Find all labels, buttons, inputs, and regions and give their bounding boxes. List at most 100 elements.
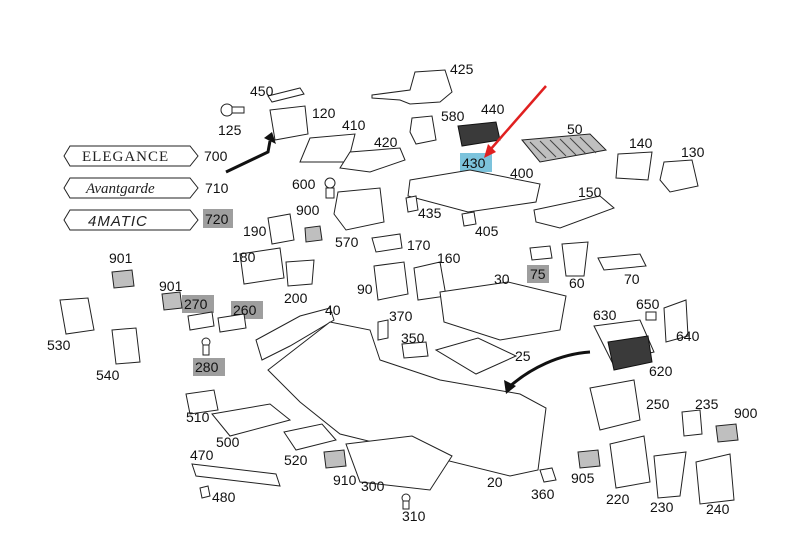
part-360 bbox=[539, 467, 557, 483]
label-410: 410 bbox=[342, 117, 366, 133]
part-370 bbox=[377, 319, 389, 341]
label-520: 520 bbox=[284, 452, 308, 468]
label-360: 360 bbox=[531, 486, 555, 502]
label-50: 50 bbox=[567, 121, 583, 137]
part-580 bbox=[409, 115, 437, 145]
label-300: 300 bbox=[361, 478, 385, 494]
badge-4matic: 4MATIC bbox=[63, 209, 199, 231]
leader-arrow-25-head bbox=[504, 380, 516, 394]
part-120 bbox=[269, 105, 309, 141]
label-160: 160 bbox=[437, 250, 461, 266]
label-370: 370 bbox=[389, 308, 413, 324]
badge-elegance: ELEGANCE bbox=[63, 145, 199, 167]
part-620 bbox=[607, 335, 653, 371]
part-350 bbox=[401, 341, 429, 359]
label-430: 430 bbox=[462, 155, 486, 171]
part-150 bbox=[533, 195, 615, 229]
badge-avantgarde-text: Avantgarde bbox=[85, 181, 155, 197]
part-520 bbox=[283, 423, 337, 451]
label-30: 30 bbox=[494, 271, 510, 287]
label-580: 580 bbox=[441, 108, 465, 124]
part-650 bbox=[645, 311, 657, 321]
leader-arrow-badge-head bbox=[264, 132, 276, 144]
label-630: 630 bbox=[593, 307, 617, 323]
part-420 bbox=[339, 147, 406, 173]
part-90 bbox=[373, 261, 409, 301]
label-510: 510 bbox=[186, 409, 210, 425]
part-530 bbox=[59, 297, 95, 335]
part-170 bbox=[371, 233, 403, 253]
part-435 bbox=[405, 195, 419, 213]
label-530: 530 bbox=[47, 337, 71, 353]
part-300 bbox=[345, 435, 453, 491]
label-420: 420 bbox=[374, 134, 398, 150]
part-25 bbox=[434, 337, 518, 375]
part-570 bbox=[333, 187, 385, 231]
label-400: 400 bbox=[510, 165, 534, 181]
label-220: 220 bbox=[606, 491, 630, 507]
part-405 bbox=[461, 211, 477, 227]
label-640: 640 bbox=[676, 328, 700, 344]
label-150: 150 bbox=[578, 184, 602, 200]
label-405: 405 bbox=[475, 223, 499, 239]
part-140 bbox=[615, 151, 653, 181]
label-310: 310 bbox=[402, 508, 426, 524]
label-180: 180 bbox=[232, 249, 256, 265]
label-250: 250 bbox=[646, 396, 670, 412]
label-435: 435 bbox=[418, 205, 442, 221]
part-40 bbox=[255, 307, 335, 361]
part-200 bbox=[285, 259, 315, 287]
label-350: 350 bbox=[401, 330, 425, 346]
label-901a: 901 bbox=[109, 250, 133, 266]
label-270: 270 bbox=[184, 296, 208, 312]
part-480 bbox=[199, 485, 211, 499]
part-900b bbox=[715, 423, 739, 443]
highlight-75 bbox=[527, 265, 549, 283]
part-270 bbox=[187, 311, 215, 331]
label-40: 40 bbox=[325, 302, 341, 318]
label-901b: 901 bbox=[159, 278, 183, 294]
part-60 bbox=[561, 241, 589, 277]
label-200: 200 bbox=[284, 290, 308, 306]
label-905: 905 bbox=[571, 470, 595, 486]
badge-avantgarde: Avantgarde bbox=[63, 177, 199, 199]
part-470 bbox=[191, 463, 281, 487]
part-250 bbox=[589, 379, 641, 431]
label-140: 140 bbox=[629, 135, 653, 151]
part-190 bbox=[267, 213, 295, 245]
part-280 bbox=[201, 337, 211, 356]
label-570: 570 bbox=[335, 234, 359, 250]
pointer-arrow-430-head bbox=[484, 144, 496, 158]
highlight-280 bbox=[193, 358, 225, 376]
label-235: 235 bbox=[695, 396, 719, 412]
label-910: 910 bbox=[333, 472, 357, 488]
part-901b bbox=[161, 291, 183, 311]
part-230 bbox=[653, 451, 687, 499]
part-30 bbox=[439, 281, 567, 341]
part-50 bbox=[521, 133, 608, 163]
part-125 bbox=[220, 103, 245, 117]
part-425 bbox=[371, 69, 453, 105]
part-235 bbox=[681, 409, 703, 437]
highlight-720 bbox=[203, 209, 233, 228]
part-900a bbox=[304, 225, 323, 243]
part-540 bbox=[111, 327, 141, 365]
label-170: 170 bbox=[407, 237, 431, 253]
leader-arrow-25 bbox=[506, 350, 591, 390]
part-440 bbox=[457, 121, 501, 147]
label-540: 540 bbox=[96, 367, 120, 383]
part-70 bbox=[597, 253, 647, 271]
label-120: 120 bbox=[312, 105, 336, 121]
label-280: 280 bbox=[195, 359, 219, 375]
label-620: 620 bbox=[649, 363, 673, 379]
part-510 bbox=[185, 389, 219, 415]
label-500: 500 bbox=[216, 434, 240, 450]
label-90: 90 bbox=[357, 281, 373, 297]
part-910 bbox=[323, 449, 347, 469]
label-720: 720 bbox=[205, 211, 229, 227]
label-230: 230 bbox=[650, 499, 674, 515]
pointer-arrow-430 bbox=[489, 85, 547, 151]
label-900b: 900 bbox=[734, 405, 758, 421]
part-310 bbox=[401, 493, 411, 510]
